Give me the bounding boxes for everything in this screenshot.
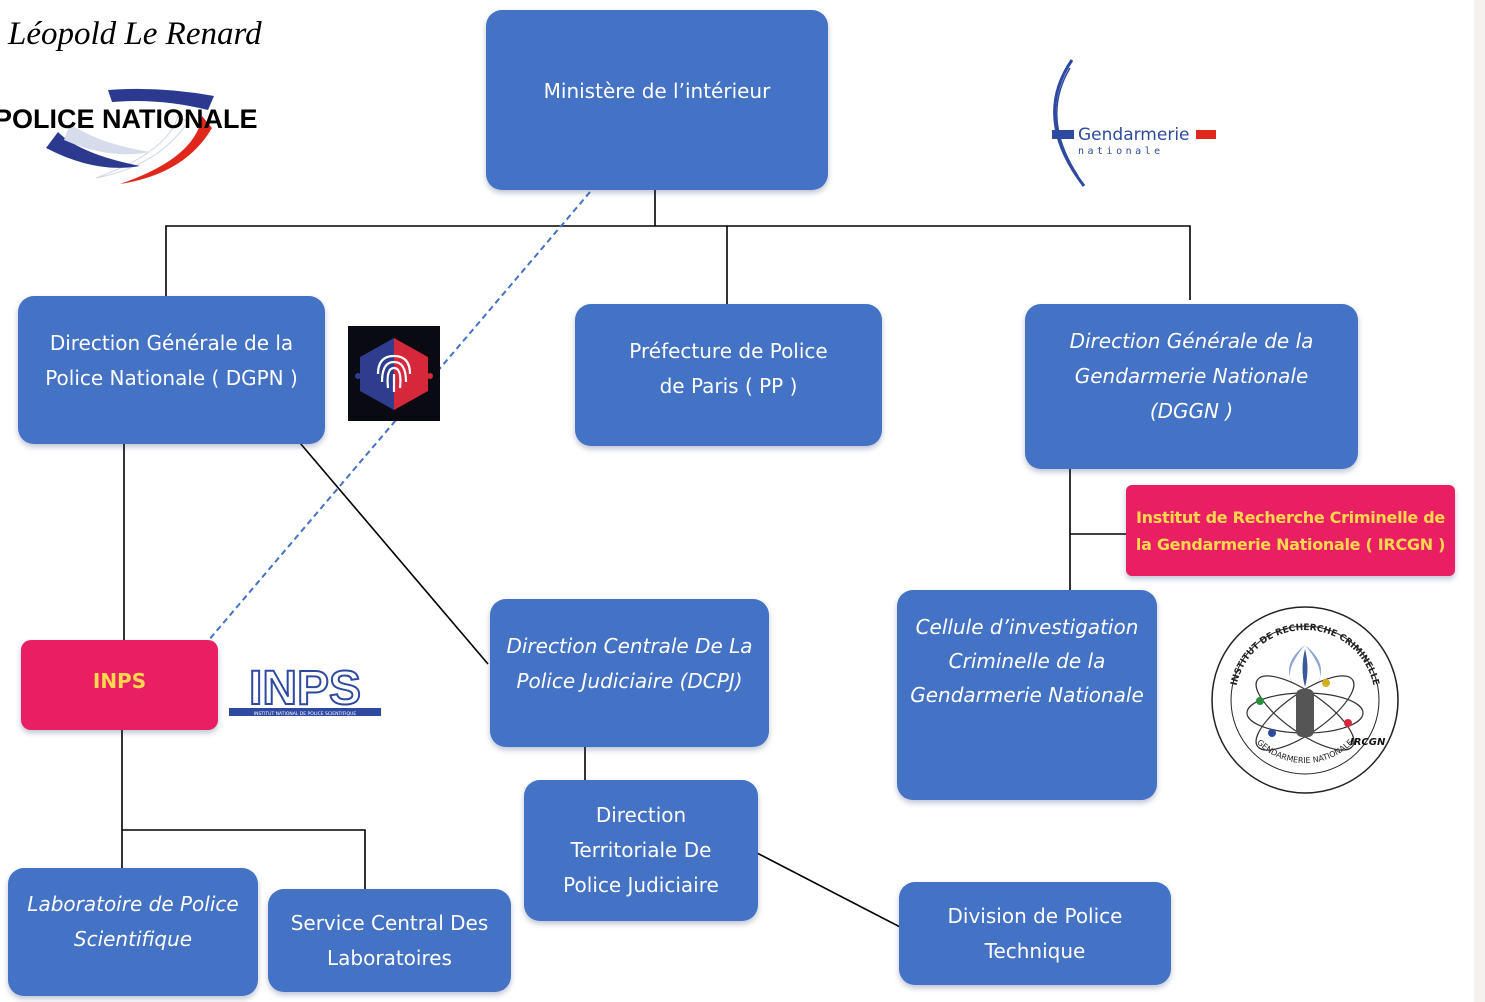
node-ministere: Ministère de l’intérieur — [486, 10, 828, 190]
node-dtpj: Direction Territoriale De Police Judicia… — [524, 780, 758, 921]
author-name: Léopold Le Renard — [8, 16, 262, 52]
inps-logo-caption: INSTITUT NATIONAL DE POLICE SCIENTIFIQUE — [254, 711, 357, 717]
connector-dgpn-dcpj — [299, 442, 489, 665]
node-cellule: Cellule d’investigation Criminelle de la… — [897, 590, 1157, 800]
node-ircgn: Institut de Recherche Criminelle de la G… — [1126, 485, 1455, 576]
police-nationale-logo: POLICE NATIONALE — [0, 88, 258, 184]
ircgn-seal: INSTITUT DE RECHERCHE CRIMINELLE GENDARM… — [1211, 606, 1399, 794]
node-scl: Service Central Des Laboratoires — [268, 889, 511, 992]
node-dpt: Division de Police Technique — [899, 882, 1171, 985]
gendarmerie-subtitle: nationale — [1078, 146, 1164, 157]
connector-dtpj-dpt — [756, 852, 903, 929]
node-labo: Laboratoire de Police Scientifique — [8, 868, 258, 996]
inps-logo-text: INPS — [249, 662, 361, 715]
connector-inps-scl — [122, 829, 366, 889]
node-dgpn: Direction Générale de la Police National… — [18, 296, 325, 444]
police-nationale-text: POLICE NATIONALE — [0, 104, 258, 134]
node-dggn: Direction Générale de la Gendarmerie Nat… — [1025, 304, 1358, 469]
page-edge-strip — [1474, 0, 1485, 1002]
node-inps: INPS — [21, 640, 218, 730]
inps-logo: INPS INSTITUT NATIONAL DE POLICE SCIENTI… — [229, 662, 381, 718]
gendarmerie-logo: Gendarmerie nationale — [1052, 59, 1216, 187]
connector-main-bar — [165, 225, 1191, 300]
ircgn-seal-label: IRCGN — [1350, 737, 1386, 748]
node-dcpj: Direction Centrale De La Police Judiciai… — [490, 599, 769, 747]
gendarmerie-title: Gendarmerie — [1078, 125, 1190, 145]
node-pp: Préfecture de Police de Paris ( PP ) — [575, 304, 882, 446]
fingerprint-cyber-icon — [348, 326, 440, 421]
